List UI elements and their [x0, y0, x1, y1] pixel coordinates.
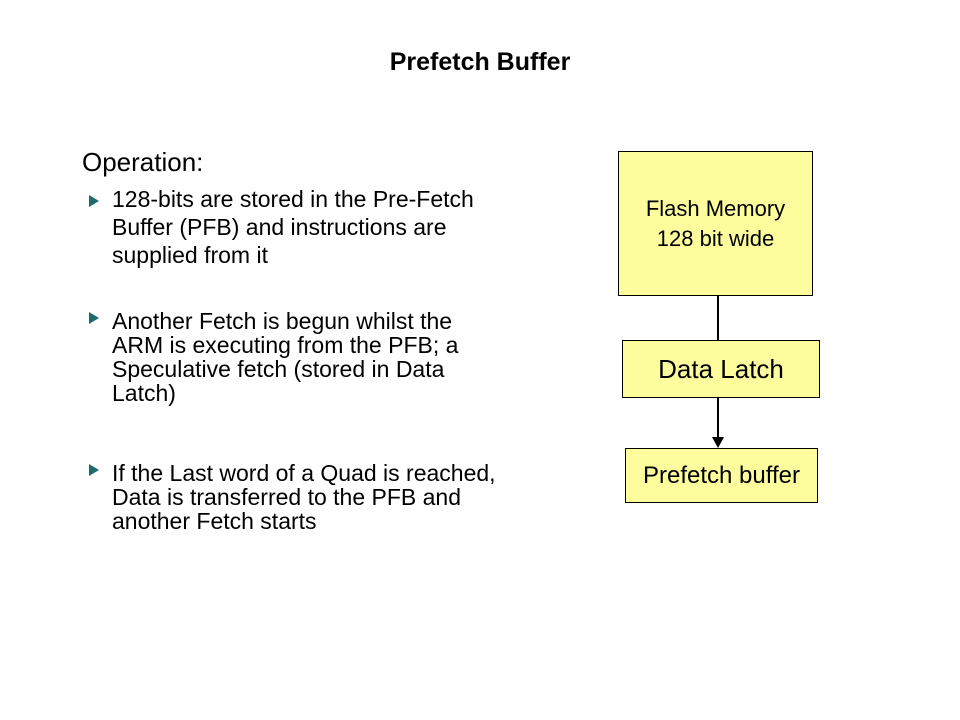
bullet-triangle-icon: [89, 312, 99, 324]
connector-line: [717, 296, 719, 341]
bullet-text: 128-bits are stored in the Pre-Fetch Buf…: [112, 186, 474, 268]
bullet-text: Another Fetch is begun whilst the ARM is…: [112, 308, 459, 406]
bullet-text: If the Last word of a Quad is reached, D…: [112, 460, 496, 534]
connector-line: [717, 398, 719, 438]
bullet-triangle-icon: [89, 464, 99, 476]
operation-heading: Operation:: [82, 147, 204, 177]
bullet-triangle-icon: [89, 195, 99, 207]
bullet-item: 128-bits are stored in the Pre-Fetch Buf…: [89, 185, 559, 269]
arrow-down-icon: [712, 437, 724, 448]
bullet-item: If the Last word of a Quad is reached, D…: [89, 461, 559, 533]
prefetch-buffer-box: Prefetch buffer: [625, 448, 818, 503]
page-title: Prefetch Buffer: [389, 48, 571, 76]
flash-memory-box: Flash Memory 128 bit wide: [618, 151, 813, 296]
bullet-item: Another Fetch is begun whilst the ARM is…: [89, 309, 559, 405]
data-latch-box: Data Latch: [622, 340, 820, 398]
